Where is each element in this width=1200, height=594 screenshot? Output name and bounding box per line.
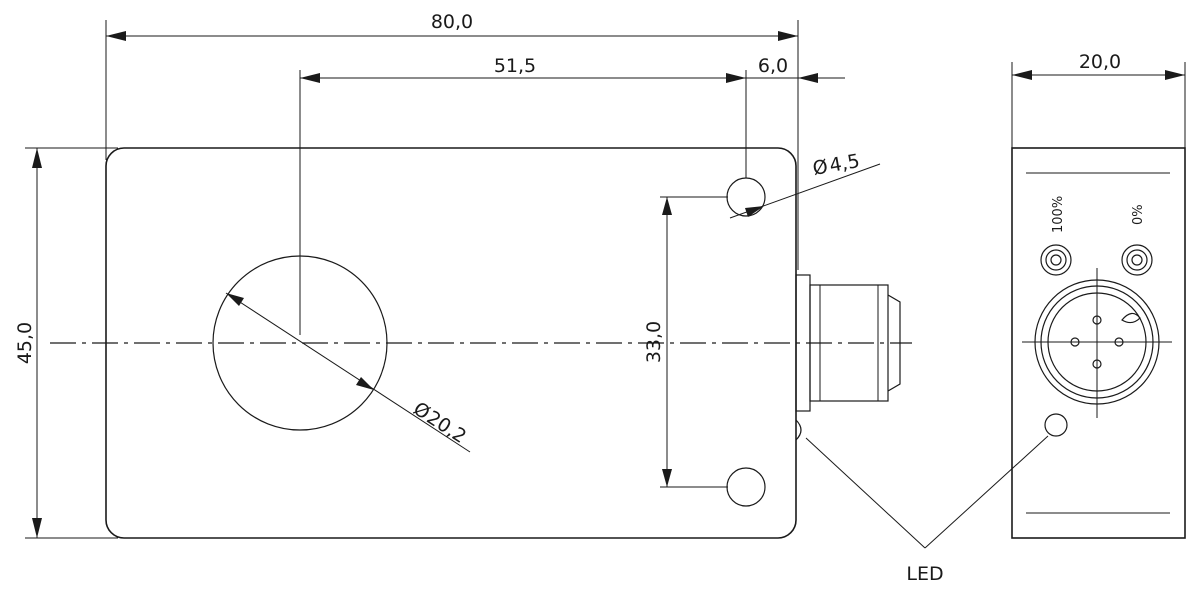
connector-front-view — [1022, 268, 1172, 418]
arrowhead — [1012, 70, 1032, 80]
small-mounting-hole-bottom — [726, 467, 766, 507]
small-hole-dia-value: 4,5 — [828, 150, 862, 177]
arrowhead — [226, 293, 244, 306]
connector-side-view — [795, 274, 901, 412]
arrowhead — [32, 148, 42, 168]
arrowhead — [662, 469, 672, 487]
dim-text-51-5: 51,5 — [494, 55, 536, 77]
side-view: 20,0 100% 0% — [1011, 51, 1186, 539]
potentiometer-0 — [1121, 244, 1153, 276]
dim-text-20: 20,0 — [1079, 51, 1121, 73]
arrowhead — [778, 31, 798, 41]
dim-text-45: 45,0 — [14, 322, 36, 364]
arrowhead — [726, 73, 746, 83]
dim-text-33: 33,0 — [643, 321, 665, 363]
arrowhead — [745, 206, 764, 217]
label-100-percent: 100% — [1051, 196, 1066, 233]
arrowhead — [662, 197, 672, 215]
potentiometer-100 — [1040, 244, 1072, 276]
front-view: Ø 20,2 33,0 Ø 4,5 — [14, 11, 912, 539]
dim-text-80: 80,0 — [431, 11, 473, 33]
arrowhead — [798, 73, 818, 83]
side-body-outline — [1011, 147, 1186, 539]
dim-text-6: 6,0 — [758, 55, 788, 77]
led-bump — [795, 419, 802, 441]
label-0-percent: 0% — [1131, 204, 1146, 225]
led-label: LED — [906, 563, 943, 585]
diameter-leader-large — [225, 292, 471, 453]
arrowhead — [356, 377, 374, 390]
arrowhead — [1165, 70, 1185, 80]
large-hole-dia-value: 20,2 — [423, 406, 470, 447]
arrowhead — [106, 31, 126, 41]
small-hole-dia-symbol: Ø — [811, 156, 830, 180]
arrowhead — [300, 73, 320, 83]
led-indicator — [1044, 413, 1068, 437]
led-callout: LED — [805, 435, 1049, 585]
arrowhead — [32, 518, 42, 538]
